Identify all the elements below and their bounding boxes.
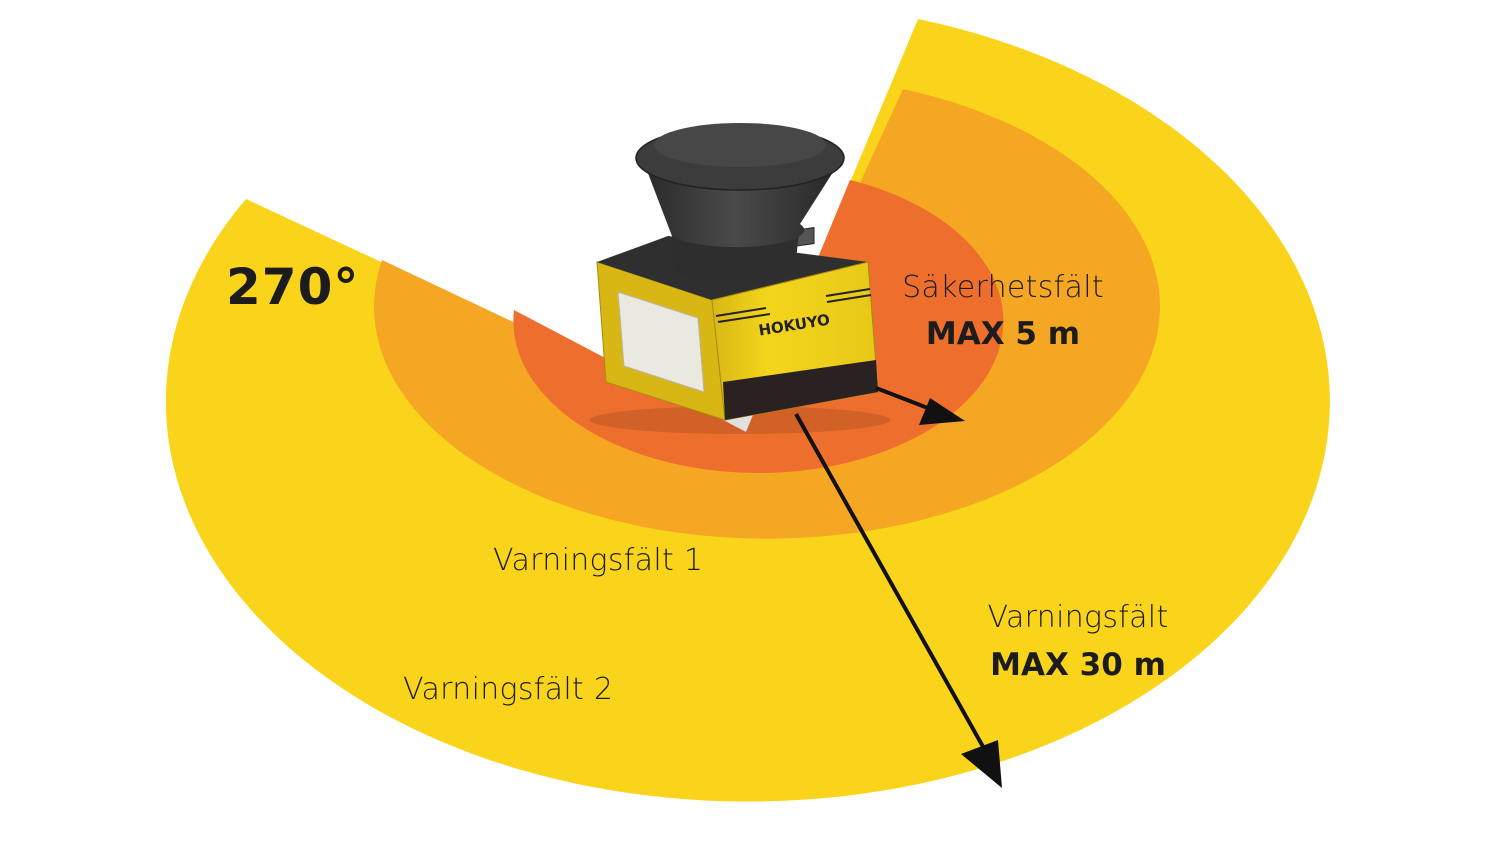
safety-range-arrow (875, 386, 965, 425)
laser-scanner (590, 123, 890, 434)
warning-field-label: Varningsfält (987, 600, 1169, 635)
warning-range-arrow (794, 413, 1002, 788)
warning-field-1-label: Varningsfält 1 (493, 543, 704, 578)
warning-field-2-label: Varningsfält 2 (403, 672, 614, 707)
safety-field-label: Säkerhetsfält (902, 270, 1104, 305)
safety-field-range: MAX 5 m (925, 316, 1081, 352)
sensor-spec-label (617, 291, 705, 393)
scan-angle-label: 270° (226, 258, 360, 316)
warning-field-1-sector (373, 89, 1160, 539)
safety-field-sector (513, 180, 1004, 473)
sensor-front-window (723, 360, 878, 420)
warning-field-range: MAX 30 m (990, 647, 1166, 683)
